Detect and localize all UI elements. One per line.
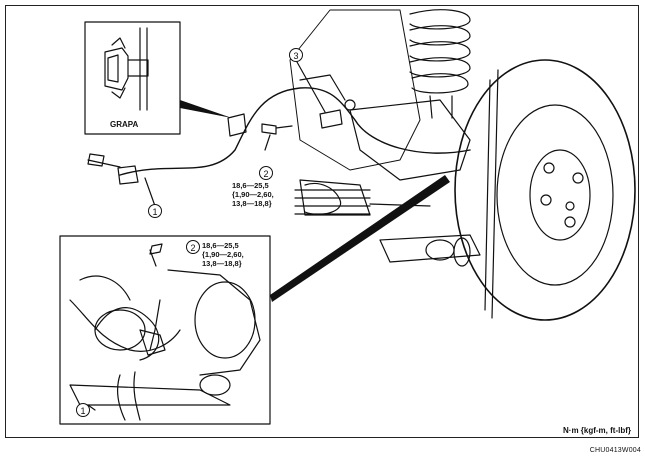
callout-sensor-connector: 1 (148, 204, 162, 218)
figure-code: CHU0413W004 (589, 447, 641, 454)
torque-spec-inset-line1: 18,6—25,5 (202, 241, 239, 250)
callout-inset-sensor: 1 (76, 403, 90, 417)
torque-spec-line1: 18,6—25,5 (232, 181, 269, 190)
clip-detail (104, 27, 149, 111)
callout-inset-bolt: 2 (186, 240, 200, 254)
torque-spec-inset-line2: {1,90—2,60, (202, 250, 244, 259)
torque-spec-line2: {1,90—2,60, (232, 190, 274, 199)
coil-spring (409, 9, 471, 119)
torque-spec-top: 18,6—25,5 {1,90—2,60, 13,8—18,8} (232, 181, 274, 208)
callout-bolt: 2 (259, 166, 273, 180)
torque-spec-line3: 13,8—18,8} (232, 199, 272, 208)
inset-clip-label: GRAPA (110, 120, 139, 129)
torque-spec-inset-line3: 13,8—18,8} (202, 259, 242, 268)
callout-sensor-bracket: 3 (289, 48, 303, 62)
units-label: N·m {kgf-m, ft-lbf} (563, 426, 631, 435)
brake-disc (454, 59, 636, 321)
torque-spec-inset: 18,6—25,5 {1,90—2,60, 13,8—18,8} (202, 241, 244, 268)
inset-detail (69, 243, 261, 421)
